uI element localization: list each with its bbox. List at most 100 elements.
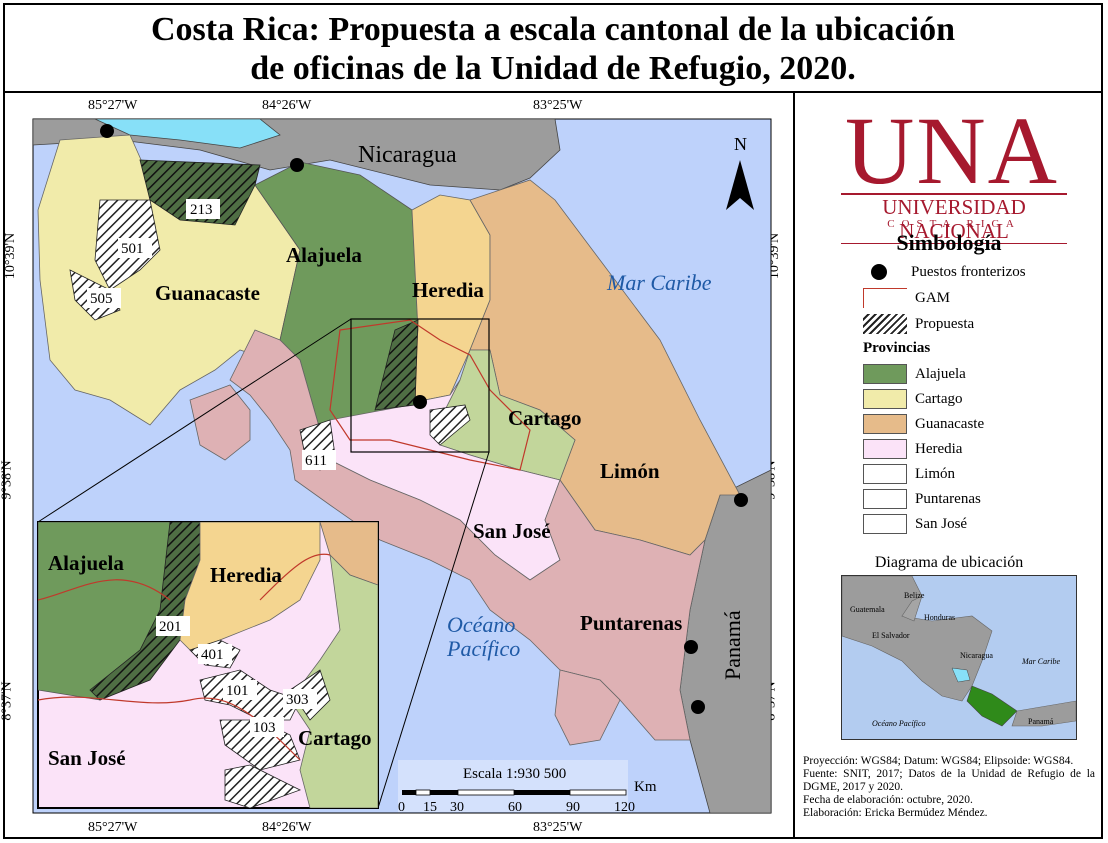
hatch-icon (863, 314, 907, 334)
label-mar-caribe: Mar Caribe (606, 270, 712, 295)
legend-gam-label: GAM (915, 289, 951, 306)
coord-bottom-1: 85°27'W (88, 820, 138, 835)
dot-icon (871, 264, 887, 280)
border-post-6 (691, 700, 705, 714)
inset-label-sanjose: San José (48, 746, 126, 770)
legend-propuesta-label: Propuesta (915, 315, 975, 332)
scale-bar: Escala 1:930 500 Km 0 15 30 60 90 120 (398, 760, 657, 815)
border-post-5 (684, 640, 698, 654)
swatch-sanjose (863, 514, 907, 534)
inset-label-201: 201 (159, 619, 182, 635)
credits-line-2: Fuente: SNIT, 2017; Datos de la Unidad d… (803, 768, 1095, 793)
una-logo-subtitle: UNIVERSIDAD NACIONAL (841, 193, 1067, 244)
label-sanjose: San José (473, 519, 551, 543)
swatch-guanacaste (863, 414, 907, 434)
inset-label-101: 101 (226, 683, 249, 699)
label-panama: Panamá (720, 610, 745, 680)
border-post-1 (100, 124, 114, 138)
scale-tick-120: 120 (614, 800, 635, 815)
label-cartago: Cartago (508, 406, 581, 430)
label-501: 501 (121, 241, 144, 257)
scale-label: Escala 1:930 500 (463, 766, 566, 782)
legend-title: Simbología (896, 230, 1002, 255)
diagram-label-belize: Belize (904, 591, 925, 600)
legend-province-label: San José (915, 515, 968, 532)
legend-province-label: Puntarenas (915, 490, 981, 507)
zoom-rectangle (350, 318, 490, 453)
label-611: 611 (305, 453, 327, 469)
inset-label-cartago: Cartago (298, 726, 371, 750)
canton-101-area (429, 404, 471, 446)
diagram-label-elsalvador: El Salvador (872, 631, 910, 640)
puntarenas-province (229, 329, 706, 741)
main-map: N Nicaragua Panamá Mar Caribe Océano Pac… (32, 118, 772, 815)
swatch-alajuela (863, 364, 907, 384)
label-guanacaste: Guanacaste (155, 281, 260, 305)
legend-province-2: Guanacaste (863, 413, 984, 435)
credits-line-4: Elaboración: Ericka Bermúdez Méndez. (803, 807, 988, 819)
inset-map: Alajuela Heredia San José Cartago 201 40… (37, 521, 379, 809)
map-title: Costa Rica: Propuesta a escala cantonal … (3, 3, 1103, 93)
diagram-label-nicaragua: Nicaragua (960, 651, 993, 660)
zoom-line-2 (377, 451, 490, 809)
inset-label-303: 303 (286, 692, 309, 708)
credits-line-1: Proyección: WGS84; Datum: WGS84; Elipsoi… (803, 755, 1074, 767)
legend-province-label: Guanacaste (915, 415, 985, 432)
legend-province-label: Alajuela (915, 365, 966, 382)
border-post-2 (290, 158, 304, 172)
legend-province-1: Cartago (863, 388, 962, 410)
legend-province-4: Limón (863, 463, 955, 485)
osa-peninsula (554, 669, 621, 746)
coord-bottom-2: 84°26'W (262, 820, 312, 835)
swatch-cartago (863, 389, 907, 409)
title-line-2: de oficinas de la Unidad de Refugio, 202… (250, 50, 856, 87)
legend-propuesta: Propuesta (863, 313, 974, 335)
diagram-label-caribe: Mar Caribe (1021, 657, 1060, 666)
legend-province-label: Limón (915, 465, 955, 482)
coord-top-2: 84°26'W (262, 98, 312, 113)
border-post-3 (413, 395, 427, 409)
scale-tick-0: 0 (398, 800, 405, 815)
scale-tick-15: 15 (423, 800, 437, 815)
legend-province-label: Cartago (915, 390, 963, 407)
scale-tick-30: 30 (450, 800, 464, 815)
inset-label-alajuela: Alajuela (48, 551, 124, 575)
north-arrow: N (726, 134, 754, 210)
inset-label-heredia: Heredia (210, 563, 282, 587)
legend-panel: UNA UNIVERSIDAD NACIONAL COSTA RICA Simb… (797, 95, 1101, 837)
diagram-title: Diagrama de ubicación (874, 554, 1024, 571)
label-nicaragua: Nicaragua (358, 142, 457, 168)
legend-province-3: Heredia (863, 438, 962, 460)
legend-gam: GAM (863, 287, 950, 309)
border-post-4 (734, 493, 748, 507)
title-line-1: Costa Rica: Propuesta a escala cantonal … (150, 11, 955, 48)
legend-province-6: San José (863, 513, 967, 535)
label-alajuela: Alajuela (286, 243, 362, 267)
diagram-label-guatemala: Guatemala (850, 605, 885, 614)
location-diagram: Belize Guatemala Honduras El Salvador Ni… (841, 575, 1077, 740)
scale-unit: Km (634, 779, 657, 795)
label-limon: Limón (600, 459, 660, 483)
inset-label-103: 103 (253, 720, 276, 736)
north-label: N (734, 134, 747, 154)
legend-puestos: Puestos fronterizos (863, 261, 1026, 283)
una-logo-subtitle2: COSTA RICA (887, 218, 1021, 230)
swatch-limon (863, 464, 907, 484)
label-213: 213 (190, 202, 213, 218)
puntarenas-nicoya (189, 384, 251, 461)
inset-label-401: 401 (201, 647, 224, 663)
label-pacifico: Pacífico (446, 636, 520, 661)
diagram-label-honduras: Honduras (924, 613, 955, 622)
zoom-line-1 (37, 318, 352, 523)
label-oceano: Océano (447, 612, 515, 637)
gam-outline (329, 319, 531, 471)
credits: Proyección: WGS84; Datum: WGS84; Elipsoi… (803, 755, 1095, 820)
credits-line-3: Fecha de elaboración: octubre, 2020. (803, 794, 973, 806)
gam-line-icon (863, 288, 907, 308)
swatch-heredia (863, 439, 907, 459)
provincias-title: Provincias (863, 340, 931, 356)
scale-tick-60: 60 (508, 800, 522, 815)
canton-labels: 213 501 505 611 (87, 199, 336, 470)
coord-top-1: 85°27'W (88, 98, 138, 113)
legend-puestos-label: Puestos fronterizos (911, 263, 1026, 280)
